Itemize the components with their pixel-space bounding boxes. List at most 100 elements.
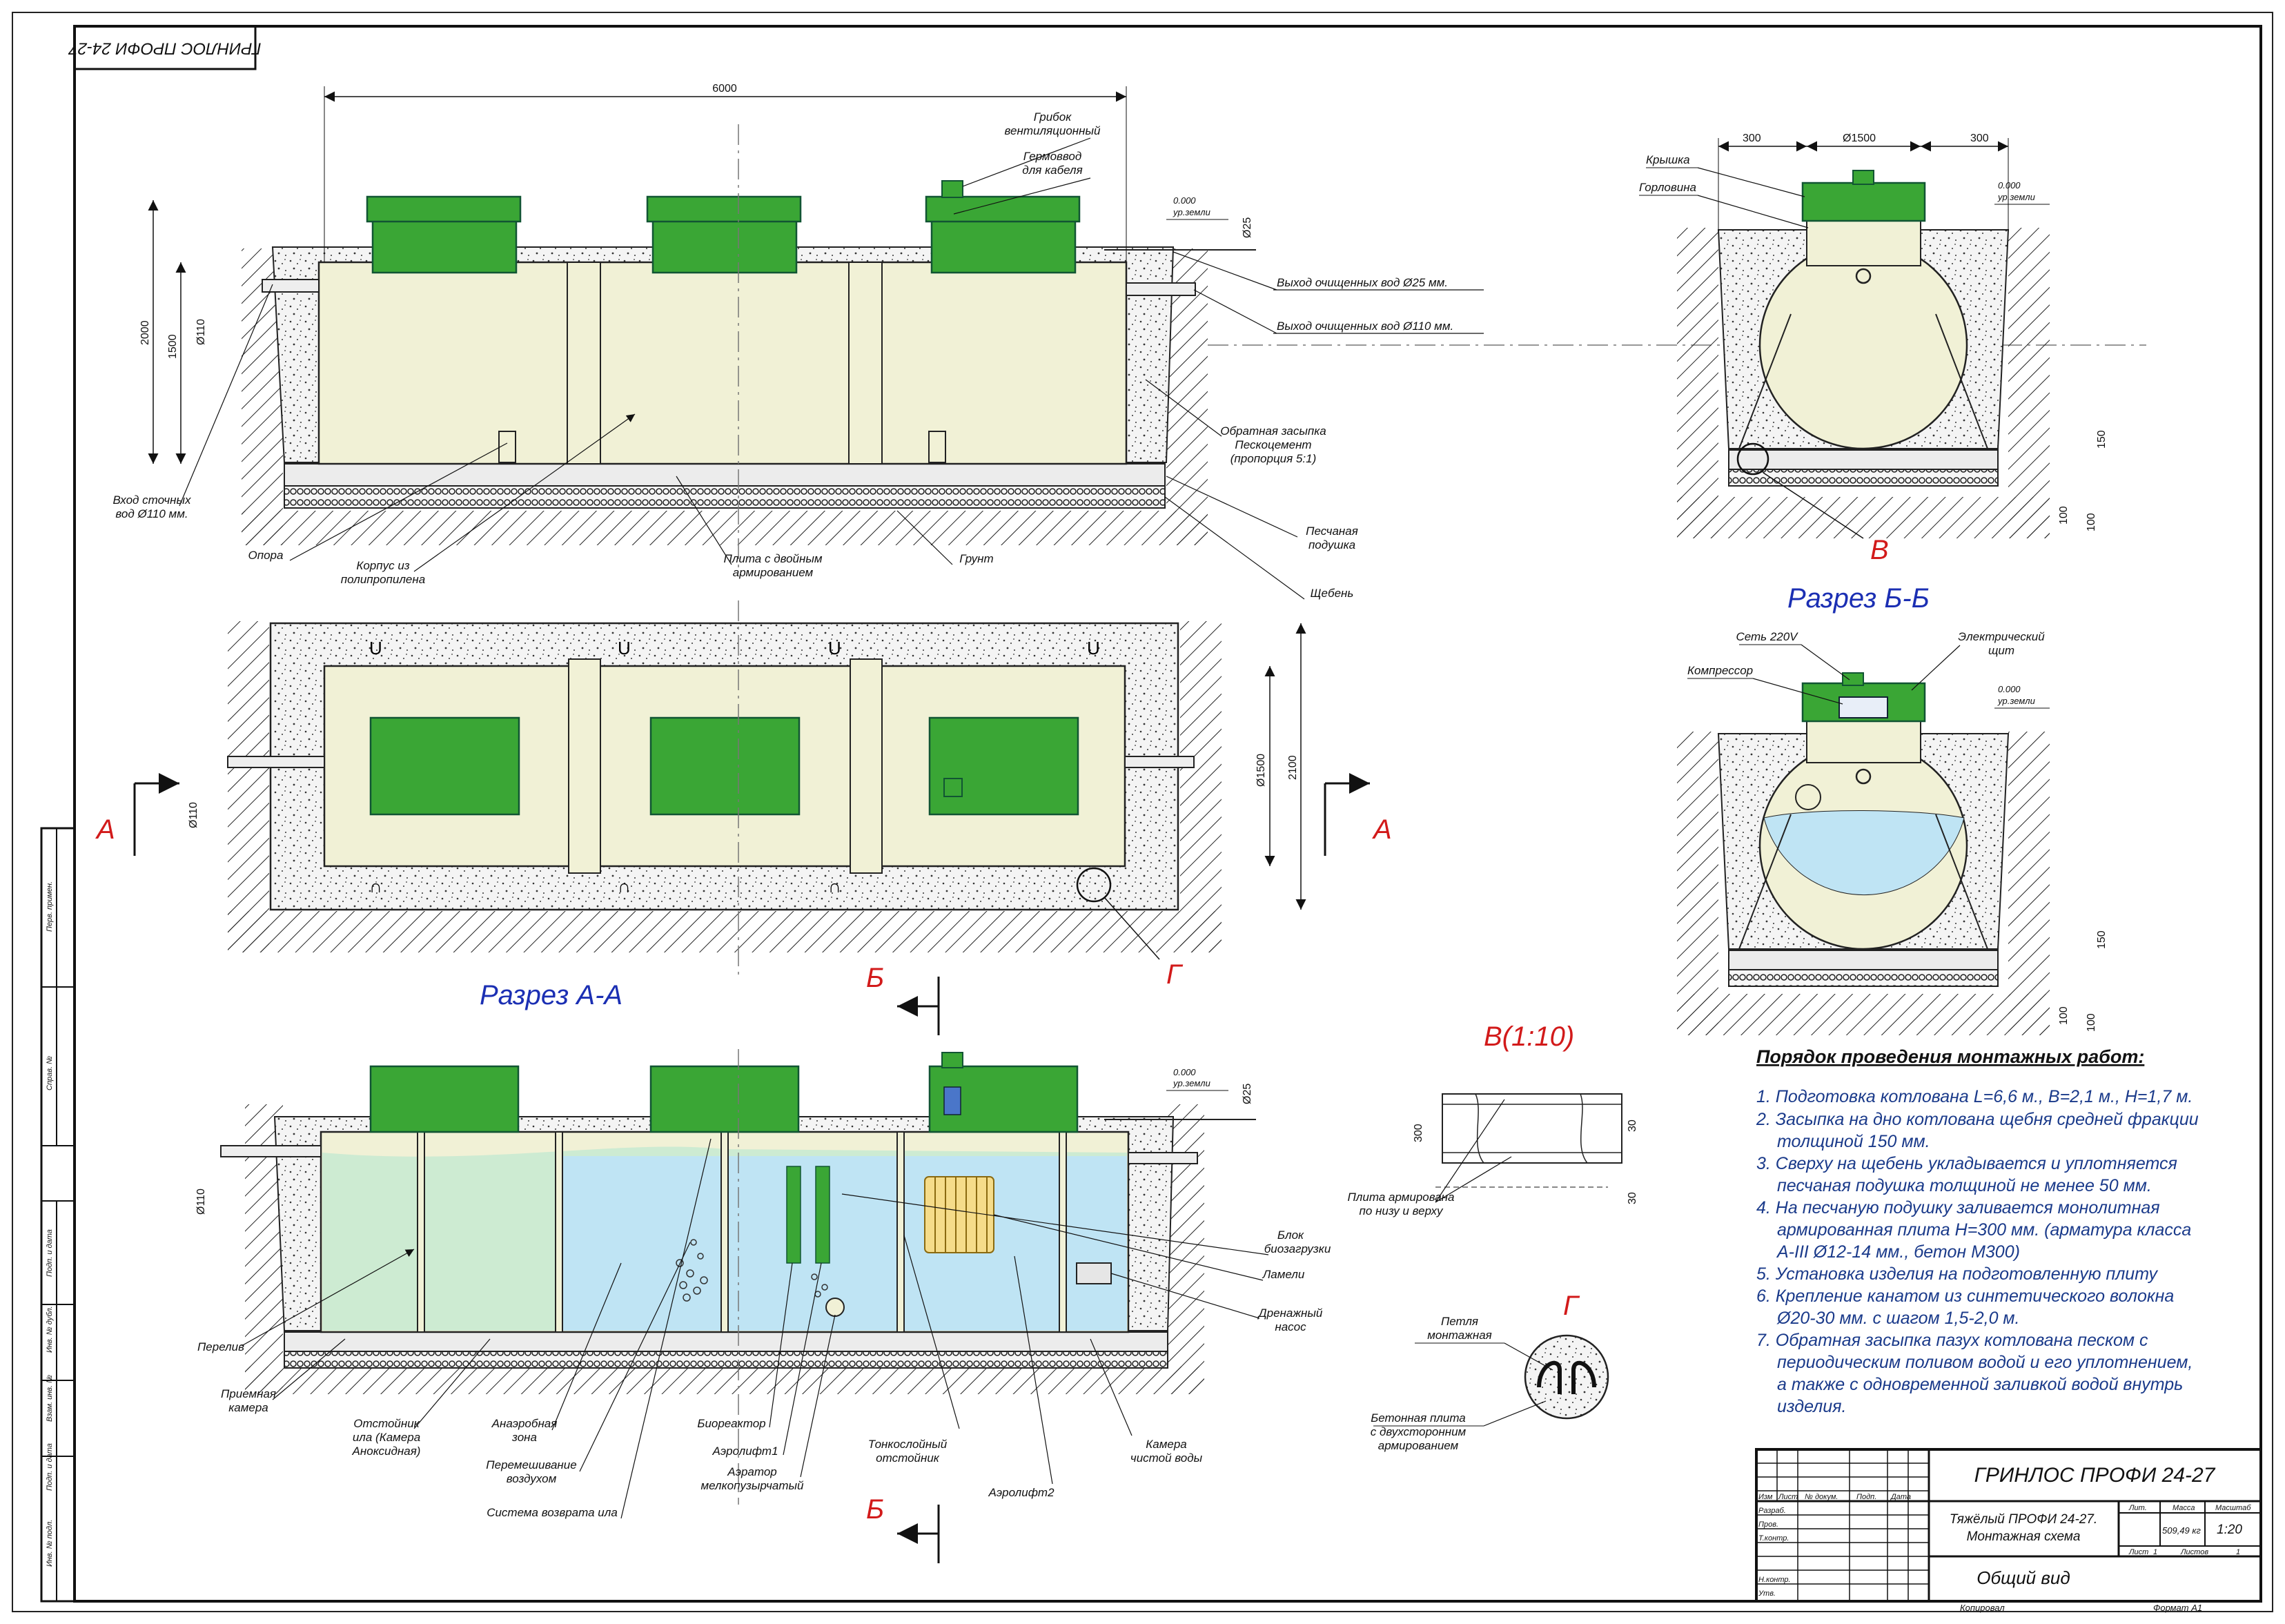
dim-25-top: Ø25 [1242, 217, 1253, 238]
section-aa: 0.000 ур.земли Ø25 Ø110 Блок биозагрузки… [195, 1049, 1331, 1563]
label-thin-1: Тонкослойный [868, 1438, 948, 1451]
label-panel-1: Электрический [1958, 630, 2045, 643]
step-line: а также с одновременной заливкой водой в… [1777, 1375, 2183, 1394]
label-return: Система возврата ила [487, 1506, 618, 1519]
detail-g: Г Петля монтажная Бетонная плита с двухс… [1371, 1291, 1609, 1452]
tb-desc-2: Монтажная схема [1967, 1529, 2081, 1544]
tb-scale: 1:20 [2217, 1523, 2242, 1537]
lift-loop-icon: ∩ [369, 876, 382, 897]
tb-lit-h: Лит. [2128, 1504, 2147, 1512]
ground-bb2: ур.земли [1997, 696, 2035, 706]
dim-1500-plan: Ø1500 [1255, 754, 1267, 787]
cut-mark-a-right: А [1372, 814, 1392, 845]
label-panel-2: щит [1988, 644, 2014, 657]
compressor-box-icon [1838, 696, 1888, 718]
lift-loop-icon: ∩ [618, 876, 631, 897]
label-mix-1: Перемешивание [486, 1458, 576, 1471]
drainage-pump-icon [1076, 1262, 1112, 1284]
section-bb-bottom: 150 100 100 0.000 ур.земли Сеть 220V Эле… [1677, 630, 2108, 1035]
lift-loop-icon: U [369, 638, 382, 658]
detail-g-callout [1076, 867, 1112, 903]
label-aerator-1: Аэратор [727, 1465, 777, 1478]
label-out25: Выход очищенных вод Ø25 мм. [1277, 276, 1448, 289]
side-stamp-2: Подп. и дата [46, 1443, 54, 1491]
label-v-plate-1: Плита армирована [1347, 1191, 1454, 1204]
label-vent-1: Грибок [1034, 110, 1072, 124]
dim-300-v: 300 [1413, 1124, 1424, 1142]
step-line: 7. Обратная засыпка пазух котлована песк… [1756, 1331, 2148, 1350]
label-gravel: Щебень [1311, 587, 1354, 600]
label-airlift1: Аэролифт1 [712, 1445, 778, 1458]
label-anaer-1: Анаэробная [491, 1417, 558, 1430]
label-support: Опора [248, 549, 284, 562]
tb-row-dev: Разраб. [1758, 1507, 1786, 1515]
ground-bb: ур.земли [1997, 192, 2035, 202]
bio-block [924, 1176, 994, 1253]
dim-100-bb-1: 100 [2058, 506, 2070, 525]
tb-col-sign: Подп. [1856, 1493, 1876, 1501]
zero-top: 0.000 [1173, 195, 1196, 206]
label-sludge-2: ила (Камера [353, 1431, 420, 1444]
label-aerator-2: мелкопузырчатый [701, 1479, 804, 1492]
label-ground: Грунт [959, 552, 993, 565]
label-clean-1: Камера [1146, 1438, 1187, 1451]
label-conc-2: с двухсторонним [1371, 1425, 1467, 1438]
step-line: 5. Установка изделия на подготовленную п… [1756, 1264, 2158, 1284]
step-line: 4. На песчаную подушку заливается моноли… [1756, 1198, 2160, 1217]
detail-v-scale: В(1:10) [1484, 1021, 1574, 1052]
dim-100-bb2-1: 100 [2058, 1006, 2070, 1025]
tb-col-doc: № докум. [1805, 1493, 1838, 1501]
section-bb-top: В Разрез Б-Б 300 Ø1500 300 0.000 ур.земл… [1639, 133, 2108, 614]
side-stamp-3: Взам. инв. № [46, 1375, 54, 1422]
detail-v-mark: В [1870, 535, 1889, 565]
dim-1500: 1500 [167, 334, 179, 359]
cut-mark-a-left: А [95, 814, 115, 845]
tb-col-izm: Изм [1758, 1493, 1773, 1501]
step-line: изделия. [1777, 1397, 1846, 1416]
outer-frame [12, 12, 2273, 1612]
label-conc-3: армированием [1378, 1439, 1459, 1452]
tb-row-approve: Утв. [1758, 1589, 1776, 1598]
label-overflow: Перелив [197, 1340, 244, 1353]
tb-view: Общий вид [1977, 1567, 2070, 1588]
tb-mass: 509,49 кг [2162, 1525, 2201, 1536]
label-pump-1: Дренажный [1257, 1307, 1323, 1320]
dim-30-v-1: 30 [1627, 1119, 1638, 1132]
tb-sheets-h: Листов [2180, 1548, 2208, 1556]
label-sludge-3: Аноксидная) [352, 1445, 421, 1458]
tb-mass-h: Масса [2173, 1504, 2195, 1512]
dim-150-bb2: 150 [2096, 930, 2108, 949]
label-pump-2: насос [1275, 1320, 1306, 1333]
lift-loop-icon: U [618, 638, 631, 658]
installation-steps: Порядок проведения монтажных работ: 1. П… [1756, 1046, 2199, 1416]
dim-300-right: 300 [1970, 133, 1989, 144]
top-stamp: ГРИНЛОС ПРОФИ 24-27 [68, 25, 262, 70]
tb-format: Формат А1 [2153, 1603, 2202, 1613]
label-thin-2: отстойник [876, 1451, 940, 1465]
step-line: 1. Подготовка котлована L=6,6 м., B=2,1 … [1756, 1087, 2193, 1106]
label-lid: Крышка [1646, 153, 1690, 166]
plan-view: U U U U ∩ ∩ ∩ Ø1500 2100 Ø110 А А Г Разр… [95, 600, 1392, 1035]
tb-copied: Копировал [1960, 1603, 2005, 1613]
ground-bottom: ур.земли [1173, 1078, 1210, 1088]
detail-g-mark: Г [1166, 959, 1184, 990]
label-airlift2: Аэролифт2 [988, 1486, 1055, 1499]
detail-v: В(1:10) 300 30 30 Плита армирована по ни… [1347, 1021, 1638, 1217]
step-line: Ø20-30 мм. с шагом 1,5-2,0 м. [1776, 1309, 2020, 1328]
label-out110: Выход очищенных вод Ø110 мм. [1277, 320, 1453, 333]
compressor-icon [943, 1086, 961, 1115]
tb-project: ГРИНЛОС ПРОФИ 24-27 [1974, 1464, 2216, 1487]
label-bioreactor: Биореактор [697, 1417, 765, 1430]
vent-cap-icon [941, 180, 963, 198]
tb-desc-1: Тяжёлый ПРОФИ 24-27. [1950, 1512, 2097, 1527]
top-elevation: 6000 2000 1500 Ø110 Ø25 0.000 ур.земли Г… [113, 83, 2146, 600]
section-bb-title: Разрез Б-Б [1787, 583, 1930, 614]
dim-2000: 2000 [139, 320, 151, 345]
side-stamp-1: Инв. № подл. [46, 1520, 54, 1567]
dim-100-bb2-2: 100 [2086, 1013, 2097, 1032]
tb-sheets-n: 1 [2236, 1548, 2240, 1556]
dim-6000: 6000 [712, 83, 737, 95]
step-line: армированная плита Н=300 мм. (арматура к… [1777, 1220, 2191, 1240]
label-body-1: Корпус из [356, 559, 409, 572]
